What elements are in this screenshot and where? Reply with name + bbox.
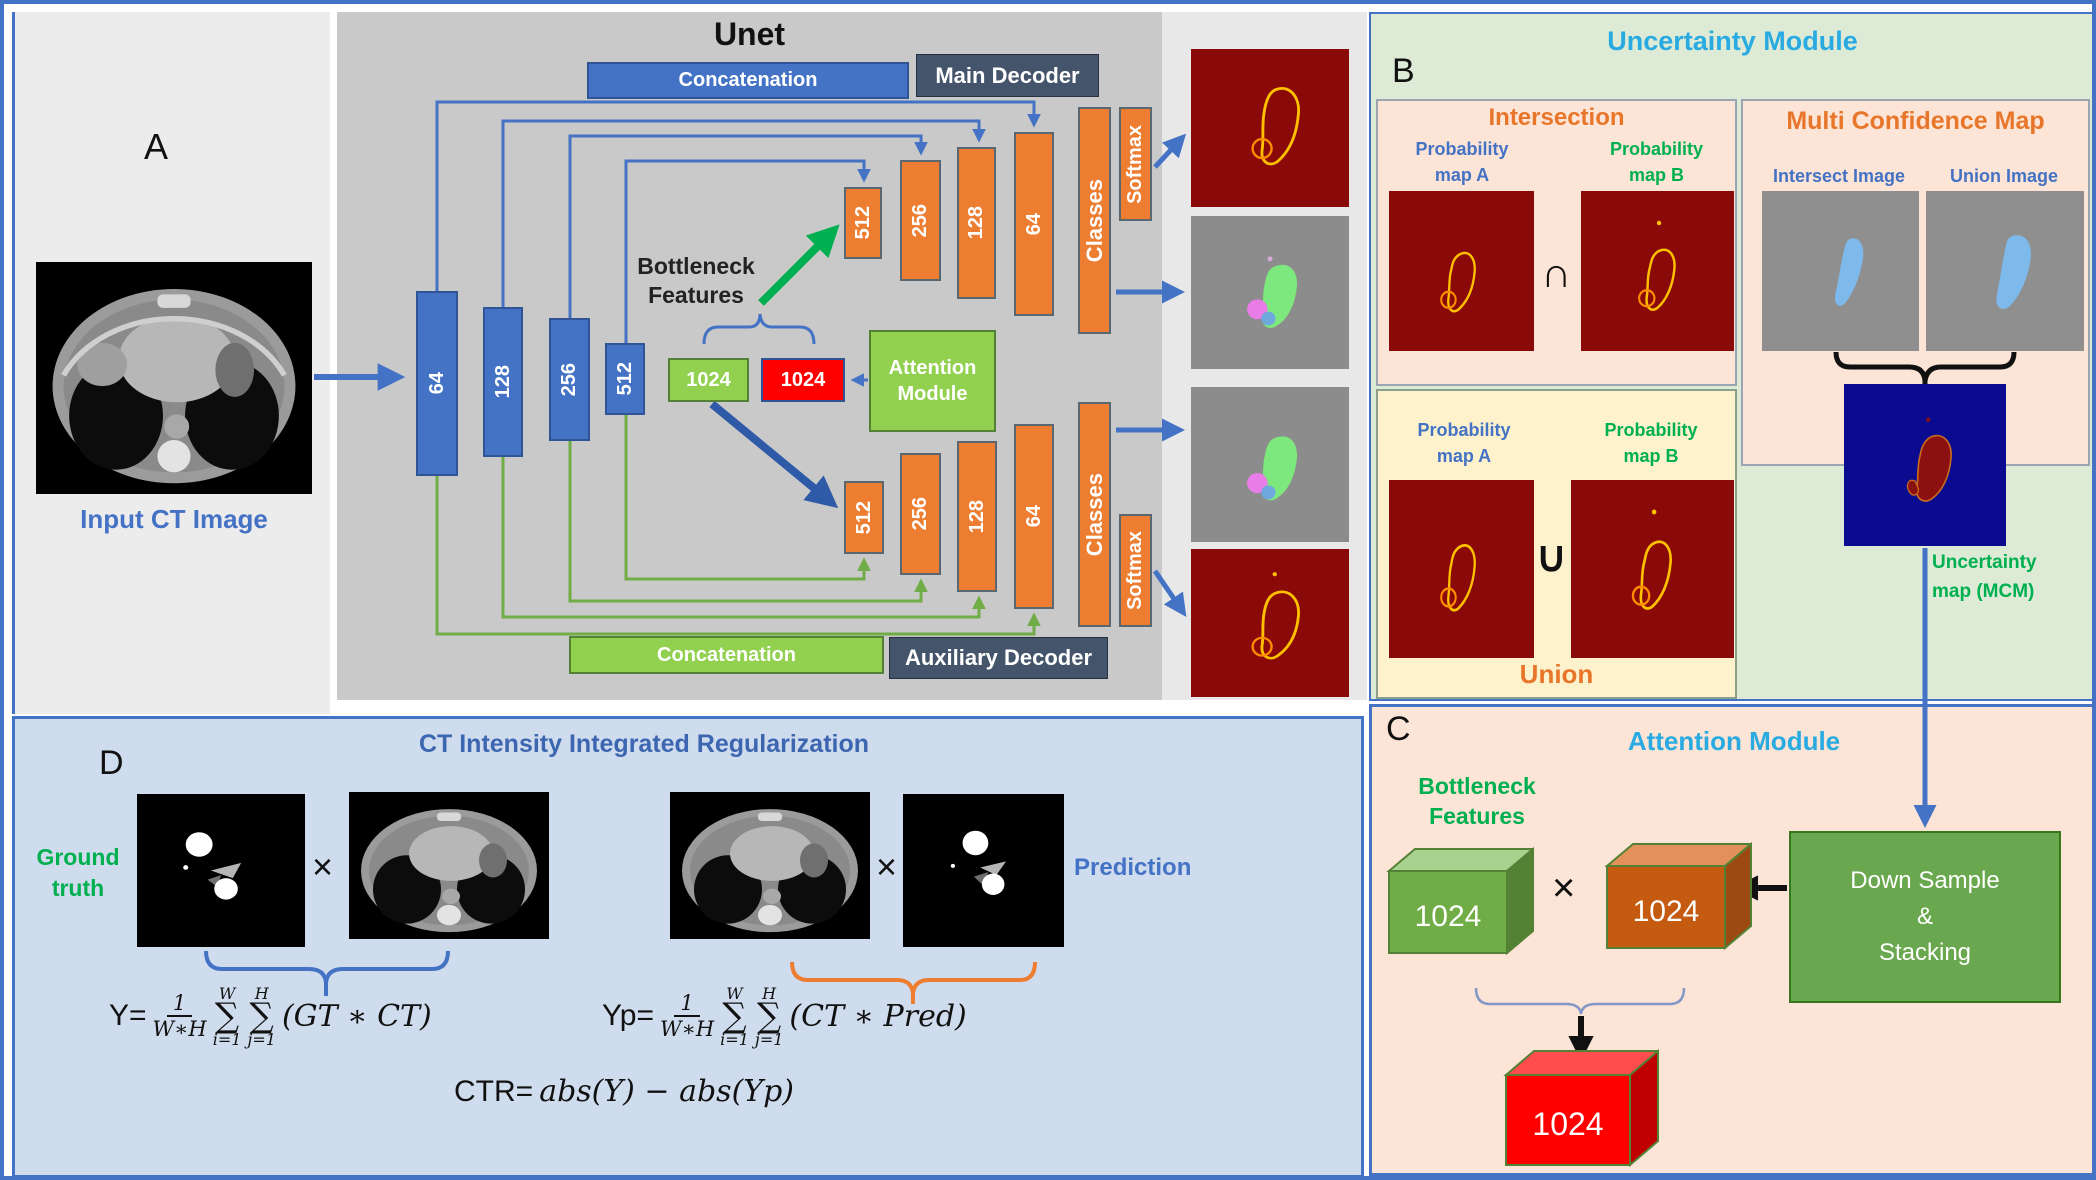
aux-classes-block: Classes	[1078, 402, 1111, 627]
union-map-a-label: Probability map A	[1417, 420, 1511, 467]
top-concatenation-bar: Concatenation	[587, 62, 909, 99]
attention-module-box: Attention Module	[869, 330, 996, 432]
encoder-256-label: 256	[558, 362, 580, 397]
bottleneck-green-1024: 1024	[668, 358, 749, 402]
ct-image-right	[670, 792, 870, 939]
bottleneck-red-1024: 1024	[761, 358, 845, 402]
ground-truth-label: Ground truth	[36, 844, 120, 902]
prediction-image	[903, 794, 1064, 947]
ct-image-left	[349, 792, 549, 939]
encoder-block-128: 128	[483, 307, 523, 457]
top-concatenation-label: Concatenation	[678, 69, 818, 91]
gt-times-operator: ×	[312, 846, 334, 887]
main-decoder-block-128: 128	[957, 147, 996, 299]
formula-ctr: CTR= abs(Y) − abs(Yp)	[454, 1074, 794, 1109]
union-image	[1926, 191, 2084, 351]
formula-y: Y= 1 W∗H W ∑ i=1 H ∑ j=1 (GT ∗ CT)	[109, 984, 432, 1049]
panel-b-label: B	[1392, 52, 1415, 90]
bottleneck-green-label: 1024	[686, 368, 731, 391]
cube-times-operator: ×	[1552, 866, 1576, 910]
downsample-line1: Down Sample	[1850, 867, 2000, 894]
encoder-512-label: 512	[613, 362, 636, 396]
regularization-title: CT Intensity Integrated Regularization	[418, 730, 870, 758]
panel-c-label: C	[1386, 710, 1411, 748]
main-softmax-block: Softmax	[1119, 107, 1152, 221]
main-decoder-label: Main Decoder	[935, 62, 1080, 88]
encoder-block-512: 512	[605, 343, 645, 415]
input-ct-caption: Input CT Image	[80, 504, 268, 534]
uncertainty-map-label: Uncertainty map (MCM)	[1932, 552, 2037, 602]
svg-text:1024: 1024	[1532, 1106, 1603, 1142]
main-decoder-bar: Main Decoder	[916, 54, 1099, 97]
main-decoder-block-64: 64	[1014, 132, 1054, 316]
bottom-concatenation-bar: Concatenation	[569, 636, 884, 674]
output-probability-map-1	[1191, 49, 1349, 207]
green-cube-1024: 1024	[1384, 844, 1534, 956]
intersection-prob-map-b	[1581, 191, 1734, 351]
pred-times-operator: ×	[876, 846, 898, 887]
union-title: Union	[1519, 659, 1594, 689]
encoder-128-label: 128	[491, 365, 514, 399]
intersect-image	[1762, 191, 1919, 351]
uncertainty-module-title: Uncertainty Module	[1607, 26, 1858, 56]
aux-decoder-block-512: 512	[844, 481, 884, 554]
intersection-prob-map-a	[1389, 191, 1534, 351]
bottom-concatenation-label: Concatenation	[657, 643, 796, 666]
union-image-label: Union Image	[1949, 166, 2058, 186]
aux-decoder-block-256: 256	[900, 453, 941, 575]
intersection-map-a-label: Probability map A	[1415, 139, 1509, 186]
mcm-title: Multi Confidence Map	[1786, 107, 2045, 135]
input-ct-image	[36, 262, 312, 494]
unet-title: Unet	[713, 16, 786, 52]
auxiliary-decoder-bar: Auxiliary Decoder	[889, 637, 1108, 679]
bottleneck-red-label: 1024	[780, 368, 826, 391]
aux-decoder-block-128: 128	[957, 441, 997, 592]
downsample-line2: &	[1916, 903, 1933, 930]
downsample-line3: Stacking	[1878, 939, 1972, 966]
attention-module-line2: Module	[897, 383, 968, 405]
panel-d-label: D	[99, 744, 124, 782]
red-cube-1024: 1024	[1501, 1045, 1659, 1169]
union-prob-map-b	[1571, 480, 1734, 658]
formula-yp: Yp= 1 W∗H W ∑ i=1 H ∑ j=1 (CT ∗ Pred)	[602, 984, 967, 1049]
intersection-title: Intersection	[1488, 104, 1625, 131]
panel-a-label: A	[144, 126, 169, 167]
union-prob-map-a	[1389, 480, 1534, 658]
encoder-block-64: 64	[416, 291, 458, 476]
svg-text:1024: 1024	[1415, 900, 1482, 933]
aux-decoder-block-64: 64	[1014, 424, 1054, 609]
main-decoder-block-256: 256	[900, 160, 941, 281]
downsample-box: Down Sample & Stacking	[1789, 831, 2061, 1003]
attention-bottleneck-label: Bottleneck Features	[1418, 773, 1536, 829]
output-segmentation-2	[1191, 387, 1349, 542]
union-operator: ∪	[1536, 533, 1567, 580]
intersection-operator: ∩	[1541, 249, 1572, 296]
bottleneck-features-label: Bottleneck Features	[637, 253, 755, 308]
encoder-block-256: 256	[549, 318, 590, 441]
intersection-map-b-label: Probability map B	[1609, 139, 1703, 186]
output-probability-map-2	[1191, 549, 1349, 697]
union-map-b-label: Probability map B	[1604, 420, 1698, 467]
encoder-64-label: 64	[425, 372, 448, 395]
attention-module-title: Attention Module	[1627, 726, 1841, 756]
intersect-image-label: Intersect Image	[1772, 166, 1906, 186]
svg-text:1024: 1024	[1633, 895, 1700, 928]
ground-truth-image	[137, 794, 305, 947]
main-classes-block: Classes	[1078, 107, 1111, 334]
main-decoder-block-512: 512	[844, 187, 882, 259]
output-segmentation-1	[1191, 216, 1349, 369]
mcm-image	[1844, 384, 2006, 546]
orange-cube-1024: 1024	[1602, 839, 1752, 951]
prediction-label: Prediction	[1074, 854, 1192, 881]
auxiliary-decoder-label: Auxiliary Decoder	[904, 645, 1093, 670]
aux-softmax-block: Softmax	[1119, 514, 1152, 627]
attention-module-line1: Attention	[888, 357, 977, 379]
